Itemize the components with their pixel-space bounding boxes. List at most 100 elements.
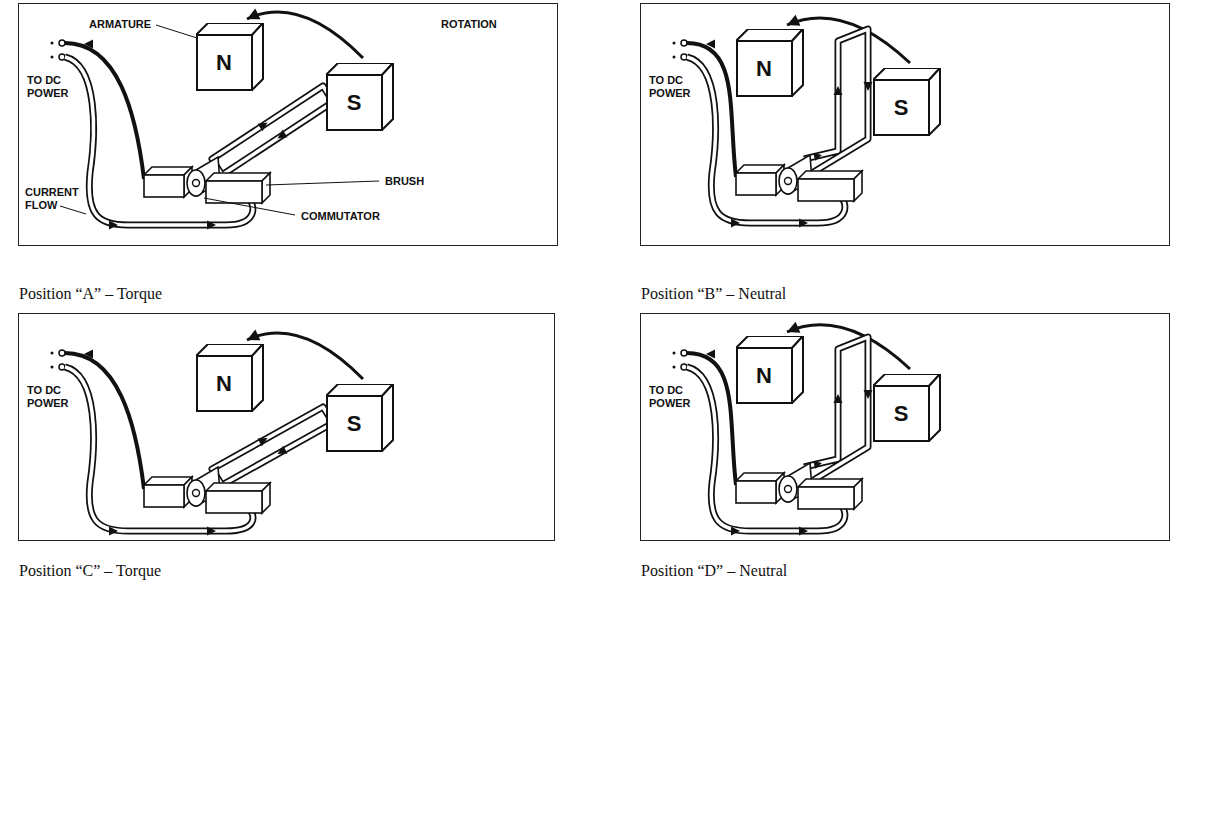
- part-label: TO DC POWER: [649, 74, 699, 100]
- armature-loop: [804, 29, 868, 173]
- terminal: [59, 54, 65, 60]
- shaft-end: [785, 178, 792, 185]
- magnet-side: [929, 68, 940, 135]
- terminal: [681, 40, 687, 46]
- flow-arrow: [84, 40, 93, 49]
- flow-arrow: [84, 350, 93, 359]
- part-label: TO DC POWER: [649, 384, 699, 410]
- magnet-side: [792, 336, 803, 403]
- position-panel: Position “B” – NeutralNSTO DC POWER: [640, 3, 1170, 246]
- flow-arrow: [864, 390, 873, 399]
- flow-arrow: [706, 40, 715, 49]
- shaft-end: [193, 180, 200, 187]
- brush-left: [144, 167, 192, 197]
- magnet-front: [327, 396, 382, 451]
- flow-arrow: [731, 219, 740, 228]
- flow-arrow: [109, 527, 118, 536]
- magnet-side: [382, 63, 393, 130]
- magnet-face: N: [736, 41, 792, 97]
- terminal-dot: [673, 42, 676, 45]
- brush-left: [736, 165, 784, 195]
- armature-loop: [804, 337, 868, 481]
- armature-loop: [212, 407, 333, 485]
- commutator: [779, 168, 797, 194]
- magnet-face: S: [873, 80, 929, 136]
- terminal-dot: [51, 42, 54, 45]
- armature-loop: [212, 86, 333, 175]
- part-label: COMMUTATOR: [301, 210, 380, 223]
- terminal-dot: [51, 56, 54, 59]
- terminal: [59, 40, 65, 46]
- armature-loop: [804, 337, 868, 481]
- commutator: [187, 480, 205, 506]
- leader-line: [156, 25, 197, 38]
- terminal: [681, 350, 687, 356]
- magnet-side: [929, 374, 940, 441]
- magnet-pole: S: [873, 68, 941, 136]
- rotation-arrow: [247, 333, 363, 379]
- commutator: [187, 170, 205, 196]
- pole-letter: S: [894, 95, 909, 121]
- dc-motor-drawing: [51, 329, 364, 535]
- magnet-face: S: [326, 396, 382, 452]
- terminal: [59, 350, 65, 356]
- magnet-face: N: [736, 348, 792, 404]
- magnet-front: [197, 356, 252, 411]
- flow-arrow: [864, 82, 873, 91]
- pole-letter: N: [756, 363, 772, 389]
- position-panel: Position “A” – TorqueNSARMATUREROTATIONT…: [18, 3, 558, 246]
- flow-arrow: [813, 459, 823, 469]
- part-label: TO DC POWER: [27, 384, 77, 410]
- magnet-face: N: [196, 356, 252, 412]
- magnet-pole: S: [326, 63, 394, 131]
- position-panel: Position “C” – TorqueNSTO DC POWER: [18, 313, 555, 541]
- armature-loop: [212, 407, 333, 485]
- terminal-dot: [673, 352, 676, 355]
- pole-letter: S: [347, 90, 362, 116]
- armature-loop: [804, 29, 868, 173]
- brush-right: [206, 173, 270, 203]
- brush-right: [798, 479, 862, 509]
- leader-line: [266, 181, 379, 185]
- pole-letter: N: [216, 50, 232, 76]
- flow-arrow: [258, 119, 270, 131]
- flow-arrow: [706, 350, 715, 359]
- terminal-dot: [673, 366, 676, 369]
- magnet-front: [737, 348, 792, 403]
- flow-arrow: [275, 446, 287, 458]
- flow-arrow: [799, 527, 808, 536]
- part-label: ARMATURE: [89, 18, 151, 31]
- leader-line: [60, 206, 86, 214]
- shaft-end: [193, 490, 200, 497]
- magnet-side: [792, 29, 803, 96]
- magnet-front: [327, 75, 382, 130]
- flow-arrow: [834, 86, 843, 95]
- magnet-pole: S: [326, 384, 394, 452]
- magnet-side: [252, 344, 263, 411]
- position-panel: Position “D” – NeutralNSTO DC POWER: [640, 313, 1170, 541]
- brush-left: [736, 473, 784, 503]
- flow-arrow: [834, 394, 843, 403]
- magnet-face: S: [873, 386, 929, 442]
- pole-letter: N: [756, 56, 772, 82]
- position-caption: Position “C” – Torque: [19, 562, 161, 580]
- terminal-dot: [673, 56, 676, 59]
- flow-arrow: [207, 527, 216, 536]
- armature-loop: [212, 86, 333, 175]
- magnet-pole: N: [736, 29, 804, 97]
- magnet-front: [737, 41, 792, 96]
- flow-arrow: [257, 434, 269, 446]
- flow-arrow: [813, 151, 823, 161]
- magnet-front: [197, 35, 252, 90]
- magnet-side: [382, 384, 393, 451]
- magnet-front: [874, 386, 929, 441]
- terminal: [59, 364, 65, 370]
- terminal-dot: [51, 366, 54, 369]
- flow-arrow: [275, 130, 287, 142]
- magnet-pole: S: [873, 374, 941, 442]
- position-caption: Position “A” – Torque: [19, 285, 162, 303]
- magnet-face: S: [326, 75, 382, 131]
- rotation-arrow: [247, 12, 363, 58]
- flow-arrow: [731, 527, 740, 536]
